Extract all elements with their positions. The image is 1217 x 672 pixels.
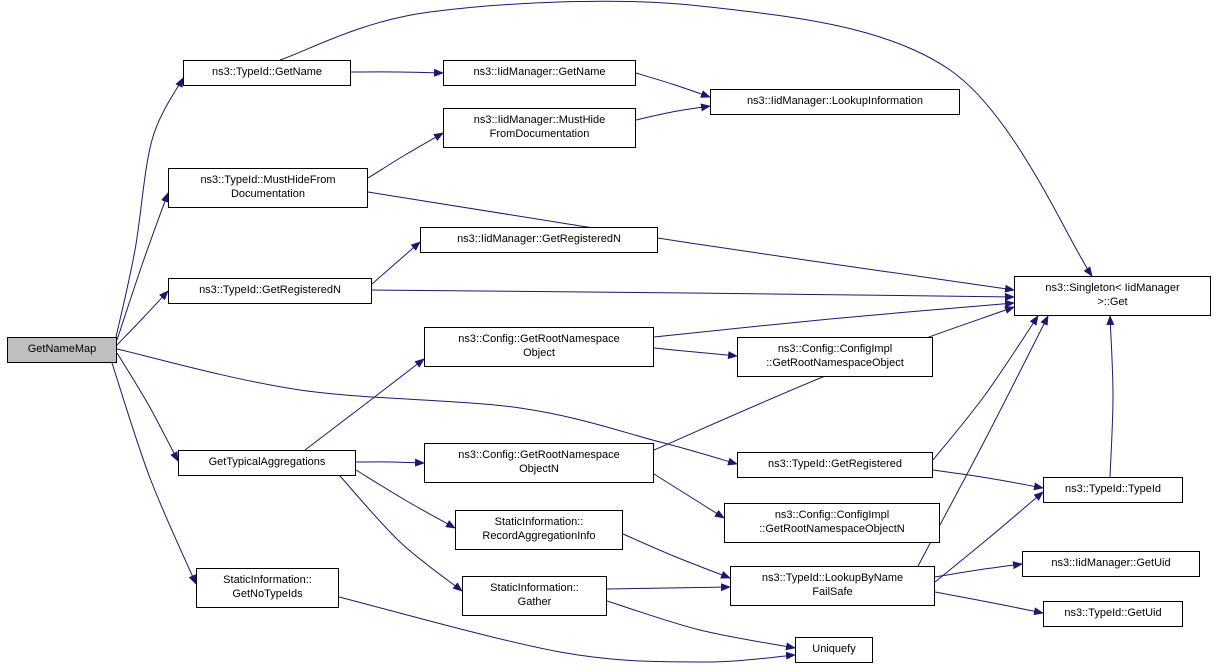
edge-typeid-get-registered-n--singleton-get [371,289,1015,301]
edge-get-typical-aggregations--staticinformation-gather [339,475,463,592]
edge-typeid-get-name--singleton-get [279,0,1093,277]
node-typeid-get-uid[interactable]: ns3::TypeId::GetUid [1043,601,1183,627]
edge-typeid-lookup-by-name-fail-safe--typeid-typeid [934,491,1044,583]
edge-get-typical-aggregations--config-get-root-namespace-object-n [355,458,425,467]
edge-config-get-root-namespace-object-n--singleton-get [653,306,1015,451]
node-typeid-get-registered-n[interactable]: ns3::TypeId::GetRegisteredN [168,278,372,304]
edge-staticinformation-gather--typeid-lookup-by-name-fail-safe [606,583,731,592]
node-uniquefy[interactable]: Uniquefy [795,637,873,663]
node-typeid-get-registered[interactable]: ns3::TypeId::GetRegistered [737,452,933,478]
edge-get-name-map--typeid-get-registered-n [116,290,169,346]
edge-get-name-map--staticinformation-get-no-type-ids [111,362,197,585]
node-configimpl-get-root-namespace-object[interactable]: ns3::Config::ConfigImpl ::GetRootNamespa… [737,337,933,377]
node-staticinformation-get-no-type-ids[interactable]: StaticInformation:: GetNoTypeIds [196,568,339,608]
node-staticinformation-gather[interactable]: StaticInformation:: Gather [462,576,607,616]
edge-get-name-map--typeid-get-name [115,77,184,338]
edge-typeid-get-registered--typeid-typeid [932,469,1044,491]
node-iidmanager-get-uid[interactable]: ns3::IidManager::GetUid [1022,551,1200,577]
edge-staticinformation-gather--uniquefy [606,600,796,651]
edge-typeid-must-hide--singleton-get [367,191,1015,293]
edge-staticinformation-record-aggregation-info--typeid-lookup-by-name-fail-safe [622,533,731,579]
edge-config-get-root-namespace-object-n--configimpl-get-root-namespace-object-n [653,473,725,519]
edge-typeid-lookup-by-name-fail-safe--iidmanager-get-uid [934,561,1023,578]
edge-typeid-get-registered--singleton-get [932,315,1039,461]
node-iidmanager-get-registered-n[interactable]: ns3::IidManager::GetRegisteredN [420,227,658,253]
node-typeid-must-hide[interactable]: ns3::TypeId::MustHideFrom Documentation [168,168,368,208]
edge-staticinformation-get-no-type-ids--uniquefy [338,596,796,663]
edge-typeid-lookup-by-name-fail-safe--typeid-get-uid [934,591,1044,616]
edge-config-get-root-namespace-object--configimpl-get-root-namespace-object [653,347,738,360]
edge-typeid-get-name--iidmanager-get-name [350,68,444,77]
node-get-typical-aggregations[interactable]: GetTypicalAggregations [178,450,356,476]
node-iidmanager-get-name[interactable]: ns3::IidManager::GetName [443,60,636,86]
edge-typeid-must-hide--iidmanager-must-hide [367,132,444,179]
edge-get-name-map--typeid-get-registered [116,348,738,466]
edge-iidmanager-get-name--iidmanager-lookup-information [635,72,711,98]
edge-iidmanager-must-hide--iidmanager-lookup-information [635,103,711,121]
edge-typeid-typeid--singleton-get [1106,315,1115,478]
node-get-name-map: GetNameMap [7,337,117,363]
edge-typeid-get-registered-n--iidmanager-get-registered-n [371,241,421,285]
node-config-get-root-namespace-object-n[interactable]: ns3::Config::GetRootNamespace ObjectN [424,443,654,483]
node-configimpl-get-root-namespace-object-n[interactable]: ns3::Config::ConfigImpl ::GetRootNamespa… [724,503,940,543]
edge-get-typical-aggregations--staticinformation-record-aggregation-info [355,469,456,529]
node-typeid-lookup-by-name-fail-safe[interactable]: ns3::TypeId::LookupByName FailSafe [730,566,935,606]
node-typeid-typeid[interactable]: ns3::TypeId::TypeId [1043,477,1183,503]
node-typeid-get-name[interactable]: ns3::TypeId::GetName [183,60,351,86]
node-iidmanager-lookup-information[interactable]: ns3::IidManager::LookupInformation [710,89,960,115]
node-config-get-root-namespace-object[interactable]: ns3::Config::GetRootNamespace Object [424,327,654,367]
node-staticinformation-record-aggregation-info[interactable]: StaticInformation:: RecordAggregationInf… [455,510,623,550]
node-singleton-get[interactable]: ns3::Singleton< IidManager >::Get [1014,276,1211,316]
edge-get-typical-aggregations--config-get-root-namespace-object [304,358,425,451]
edge-get-name-map--typeid-must-hide [116,192,169,341]
node-iidmanager-must-hide[interactable]: ns3::IidManager::MustHide FromDocumentat… [443,108,636,148]
edge-get-name-map--get-typical-aggregations [116,352,179,462]
edge-config-get-root-namespace-object--singleton-get [653,299,1015,338]
